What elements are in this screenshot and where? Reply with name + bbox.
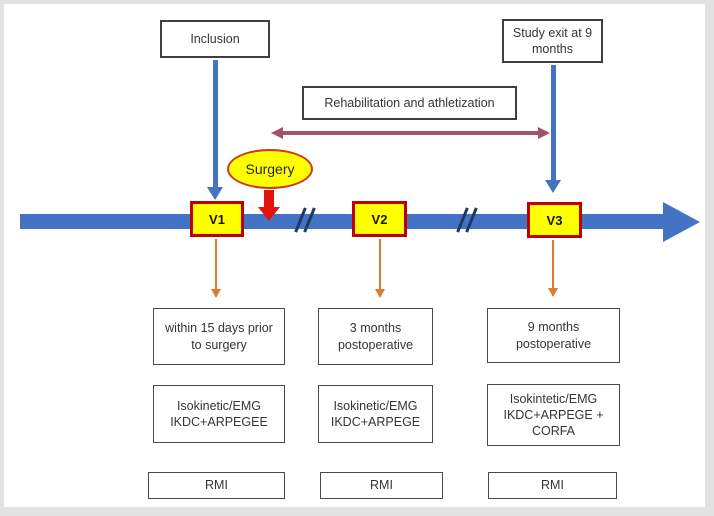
surgery-ellipse: Surgery [227,149,313,189]
timeline-bar [20,214,664,229]
study-exit-box: Study exit at 9 months [502,19,603,63]
v1-timepoint-box: within 15 days prior to surgery [153,308,285,365]
surgery-arrow-shaft [264,190,274,207]
v2-imaging-box: RMI [320,472,443,499]
v2-down-arrow-head [375,289,385,298]
v1-imaging-box: RMI [148,472,285,499]
surgery-arrow-head [258,207,280,221]
diagram-canvas: Inclusion Study exit at 9 months Rehabil… [4,4,705,507]
v3-down-arrow-shaft [552,240,554,288]
study-exit-arrow-shaft [551,65,556,181]
v3-down-arrow-head [548,288,558,297]
v2-down-arrow-shaft [379,239,381,289]
study-exit-arrow-head [545,180,561,193]
v1-down-arrow-shaft [215,239,217,289]
inclusion-box: Inclusion [160,20,270,58]
v3-timepoint-box: 9 months postoperative [487,308,620,363]
rehabilitation-arrow-left-head [271,127,283,139]
v1-assessments-box: Isokinetic/EMG IKDC+ARPEGEE [153,385,285,443]
v3-assessments-box: Isokintetic/EMG IKDC+ARPEGE + CORFA [487,384,620,446]
v2-assessments-box: Isokinetic/EMG IKDC+ARPEGE [318,385,433,443]
visit-marker-v2: V2 [352,201,407,237]
inclusion-arrow-shaft [213,60,218,188]
rehabilitation-arrow-shaft [283,131,538,135]
v2-timepoint-box: 3 months postoperative [318,308,433,365]
visit-marker-v3: V3 [527,202,582,238]
rehabilitation-arrow-right-head [538,127,550,139]
v1-down-arrow-head [211,289,221,298]
rehabilitation-box: Rehabilitation and athletization [302,86,517,120]
v3-imaging-box: RMI [488,472,617,499]
diagram-stage: Inclusion Study exit at 9 months Rehabil… [4,4,705,507]
visit-marker-v1: V1 [190,201,244,237]
timeline-arrow-head [663,202,700,242]
inclusion-arrow-head [207,187,223,200]
